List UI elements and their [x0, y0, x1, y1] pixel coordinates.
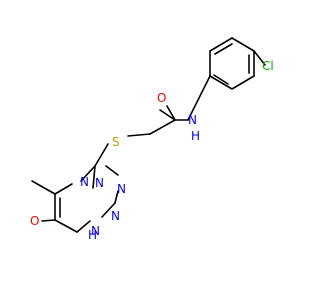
bond [31, 180, 56, 195]
bond [127, 133, 151, 137]
bond [94, 143, 109, 167]
amide-hydrogen: H [191, 129, 200, 143]
bond [209, 37, 233, 52]
bond [214, 43, 233, 55]
ring-nitrogen: N [117, 182, 126, 196]
bond [209, 75, 233, 90]
ring-nitrogen: N [80, 175, 89, 189]
ring-hydrogen: H [88, 228, 97, 242]
bond [105, 165, 119, 176]
bonds [31, 37, 266, 233]
ring-nitrogen: N [111, 209, 120, 223]
ring-nitrogen: N [95, 176, 104, 190]
bond [231, 37, 255, 52]
bond [80, 165, 96, 182]
ring-nitrogen: N [91, 224, 100, 238]
bond [253, 50, 266, 66]
sulfur-atom: S [112, 135, 120, 149]
bond [54, 183, 73, 195]
molecule-canvas: Cl O N H S N N N N N H O [30, 37, 274, 242]
amide-oxygen: O [157, 91, 166, 105]
bond [76, 220, 91, 233]
chlorine-atom: Cl [262, 59, 274, 73]
bond [101, 202, 116, 218]
bond [114, 190, 119, 204]
bond [92, 165, 96, 189]
ring-oxygen: O [30, 214, 39, 228]
bond [41, 219, 56, 222]
bond [159, 109, 176, 121]
bond [149, 119, 176, 135]
structure-diagram: Cl O N H S N N N N N H O [30, 37, 274, 242]
bond [166, 105, 176, 121]
bond [187, 75, 211, 121]
amide-nitrogen: N [188, 113, 197, 127]
bond [213, 74, 229, 85]
bond [231, 75, 255, 90]
bond [54, 219, 78, 233]
